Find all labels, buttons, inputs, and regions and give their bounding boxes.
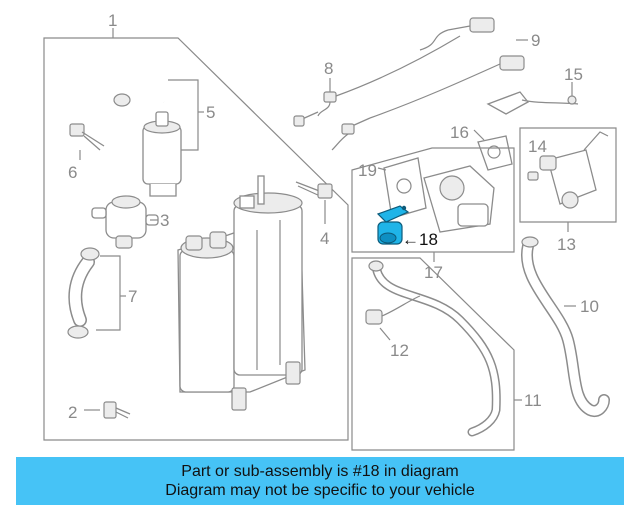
callout-13: 13 bbox=[557, 235, 576, 254]
bracket-15-part[interactable] bbox=[486, 91, 579, 115]
valve-14-part[interactable] bbox=[527, 131, 609, 209]
callout-8: 8 bbox=[324, 59, 333, 78]
callout-16: 16 bbox=[450, 123, 469, 142]
leader-12 bbox=[379, 327, 391, 341]
leader-7 bbox=[96, 255, 121, 331]
callout-5: 5 bbox=[206, 103, 215, 122]
bolt-2-part[interactable] bbox=[103, 401, 131, 419]
valve-3-part[interactable] bbox=[91, 195, 159, 249]
banner-line-1: Part or sub-assembly is #18 in diagram bbox=[181, 463, 459, 480]
bolt-6-part[interactable] bbox=[69, 123, 105, 151]
hose-7-part[interactable] bbox=[67, 247, 100, 339]
charcoal-canister-part[interactable] bbox=[177, 175, 306, 411]
purge-hose-part[interactable] bbox=[100, 61, 168, 107]
callout-12: 12 bbox=[390, 341, 409, 360]
callout-1: 1 bbox=[108, 11, 117, 30]
egr-valve-part[interactable] bbox=[423, 165, 495, 233]
callout-7: 7 bbox=[128, 287, 137, 306]
gasket-16-part[interactable] bbox=[477, 135, 513, 171]
callout-11: 11 bbox=[524, 391, 542, 410]
callout-14: 14 bbox=[528, 137, 547, 156]
hose-10-part[interactable] bbox=[520, 236, 610, 417]
highlighted-part-18[interactable] bbox=[376, 205, 410, 245]
group-17-outline bbox=[351, 147, 515, 253]
callout-6: 6 bbox=[68, 163, 77, 182]
gasket-19-part[interactable] bbox=[383, 157, 427, 219]
group-13-outline bbox=[519, 127, 617, 223]
callout-2: 2 bbox=[68, 403, 77, 422]
bolt-4-part[interactable] bbox=[295, 181, 333, 199]
callout-15: 15 bbox=[564, 65, 583, 84]
callout-3: 3 bbox=[160, 211, 169, 230]
banner-line-2: Diagram may not be specific to your vehi… bbox=[165, 482, 475, 499]
callout-4: 4 bbox=[320, 229, 329, 248]
leader-16 bbox=[473, 129, 485, 141]
info-banner: Part or sub-assembly is #18 in diagram D… bbox=[16, 457, 624, 505]
pipe-11-part[interactable] bbox=[368, 260, 501, 437]
callout-17: 17 bbox=[424, 263, 443, 282]
group-1-outline bbox=[43, 37, 349, 441]
callout-10: 10 bbox=[580, 297, 599, 316]
oxygen-sensor-9-part[interactable] bbox=[331, 17, 525, 151]
callout-18: ←18 bbox=[402, 230, 438, 249]
leader-5 bbox=[168, 79, 199, 151]
leader-19 bbox=[377, 167, 387, 171]
filter-canister-part[interactable] bbox=[142, 111, 182, 197]
sensor-12-part[interactable] bbox=[365, 295, 421, 325]
callout-9: 9 bbox=[531, 31, 540, 50]
oxygen-sensor-8-part[interactable] bbox=[293, 35, 461, 127]
callout-19: 19 bbox=[358, 161, 377, 180]
